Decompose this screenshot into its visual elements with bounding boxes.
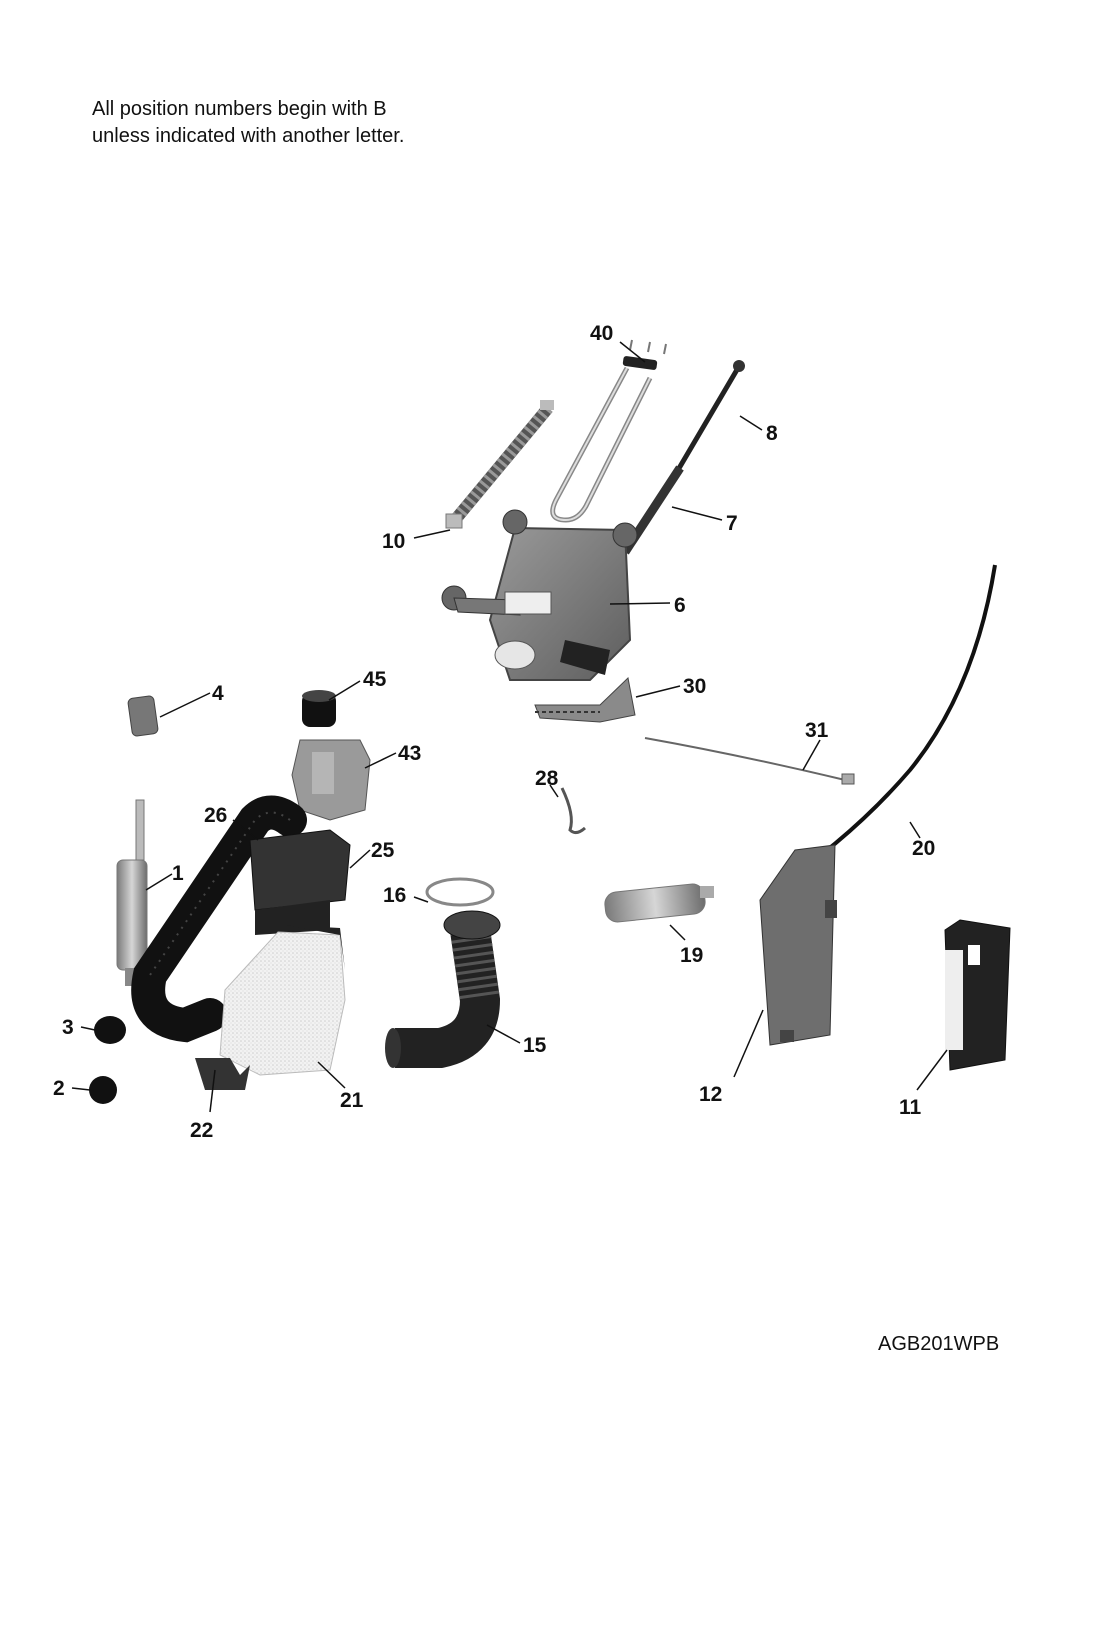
- callout-numbers: 40 8 7 10 6 30 4 45 43 31 28 26 1 25 16 …: [53, 322, 935, 1142]
- callout-8: 8: [766, 422, 778, 445]
- callout-3: 3: [62, 1016, 74, 1039]
- cap-part-45: [302, 690, 336, 727]
- capacitor-part-19: [604, 883, 714, 923]
- hook-part-28: [560, 787, 586, 835]
- heater-element-part: [550, 339, 667, 523]
- drain-hose-part-15: [385, 910, 501, 1068]
- callout-2: 2: [53, 1077, 65, 1100]
- duct-part-26: [131, 795, 307, 1043]
- model-code: AGB201WPB: [878, 1333, 1000, 1355]
- callout-11: 11: [899, 1096, 922, 1119]
- callout-30: 30: [683, 675, 706, 698]
- callout-21: 21: [340, 1089, 364, 1112]
- housing-part-43: [291, 739, 371, 821]
- module-part-11: [944, 919, 1011, 1071]
- insulation-part-21: [219, 925, 346, 1076]
- instruction-line-2: unless indicated with another letter.: [92, 125, 405, 147]
- callout-43: 43: [398, 742, 421, 765]
- wire-part-31: [644, 737, 855, 785]
- callout-26: 26: [204, 804, 227, 827]
- callout-40: 40: [590, 322, 613, 345]
- cap-part-4: [127, 695, 159, 737]
- callout-31: 31: [805, 719, 829, 742]
- callout-10: 10: [382, 530, 405, 553]
- callout-20: 20: [912, 837, 935, 860]
- bracket-part-25: [249, 829, 351, 935]
- callout-45: 45: [363, 668, 387, 691]
- bracket-part-30: [534, 676, 636, 723]
- callout-4: 4: [212, 682, 224, 705]
- callout-28: 28: [535, 767, 559, 790]
- callout-7: 7: [726, 512, 738, 535]
- callout-22: 22: [190, 1119, 213, 1142]
- callout-12: 12: [699, 1083, 722, 1106]
- ring-part-16: [425, 877, 495, 907]
- grommet-part-2: [89, 1076, 117, 1104]
- braided-hose-part: [445, 400, 554, 529]
- callout-15: 15: [523, 1034, 547, 1057]
- pump-assembly-part: [441, 509, 638, 681]
- control-board-part-12: [759, 844, 837, 1046]
- callout-19: 19: [680, 944, 703, 967]
- cylinder-part-1: [116, 799, 148, 986]
- instruction-note: All position numbers begin with B unless…: [92, 96, 404, 150]
- callout-25: 25: [371, 839, 395, 862]
- callout-16: 16: [383, 884, 406, 907]
- bracket-part-22: [195, 1058, 250, 1090]
- callout-1: 1: [172, 862, 184, 885]
- grommet-part-3: [94, 1016, 126, 1044]
- rod-part-8: [675, 360, 745, 472]
- leader-lines: [71, 341, 948, 1113]
- instruction-line-1: All position numbers begin with B: [92, 98, 387, 120]
- callout-6: 6: [674, 594, 686, 617]
- cable-part-20: [763, 564, 997, 897]
